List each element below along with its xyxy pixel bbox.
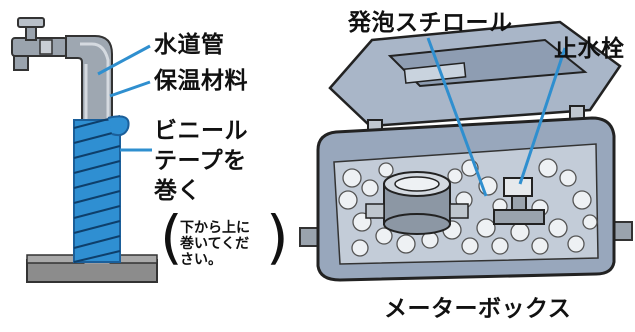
leader-lines-right xyxy=(426,37,567,197)
label-vinyl-tape-2: テープを xyxy=(154,148,247,174)
label-vinyl-tape-3: 巻く xyxy=(154,178,201,204)
note-line-2: 巻いてくだ xyxy=(180,236,250,253)
label-insulation: 保温材料 xyxy=(154,68,248,94)
stopcock-icon xyxy=(493,177,545,225)
label-water-pipe: 水道管 xyxy=(154,32,225,58)
label-meter-box: メーターボックス xyxy=(384,296,572,322)
faucet-icon xyxy=(11,17,68,71)
water-meter-icon xyxy=(365,171,469,235)
note-paren-left: ( xyxy=(160,203,183,271)
note-line-3: さい。 xyxy=(180,252,222,269)
leader-lines-left xyxy=(97,44,152,152)
label-vinyl-tape-1: ビニール xyxy=(154,118,248,144)
label-stopcock: 止水栓 xyxy=(554,36,625,62)
vinyl-tape-spiral xyxy=(73,115,130,263)
styrofoam-beads xyxy=(338,158,598,257)
label-wrap-note: 下から上に 巻いてくだ さい。 xyxy=(180,220,250,268)
label-styrofoam: 発泡スチロール xyxy=(348,10,513,36)
note-line-1: 下から上に xyxy=(180,220,250,236)
note-paren-right: ) xyxy=(266,203,289,271)
